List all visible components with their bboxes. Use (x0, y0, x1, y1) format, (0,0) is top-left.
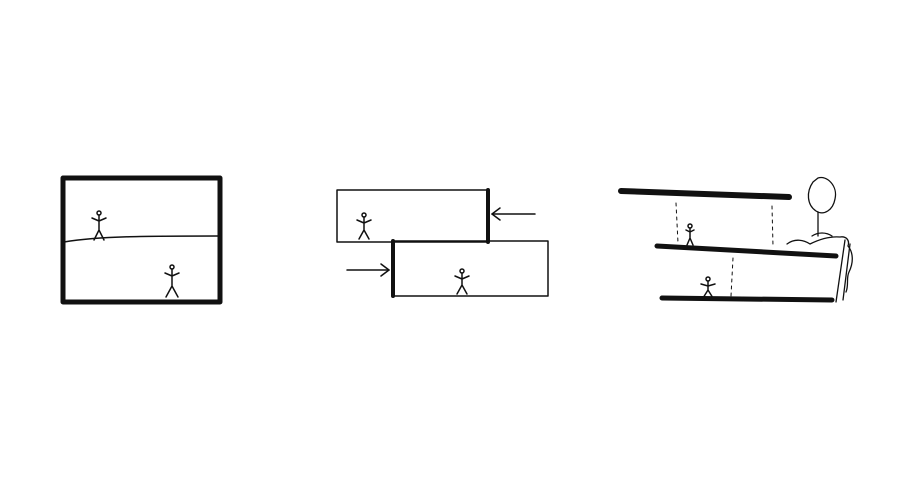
person-figure-upper (91, 210, 107, 241)
person-figure-upper (356, 212, 372, 240)
outer-frame (60, 175, 223, 305)
planting-edge (786, 236, 853, 303)
arrow-right-pointing (346, 263, 390, 277)
tree-icon (807, 176, 837, 237)
floor-line (63, 235, 220, 243)
person-figure-upper (685, 223, 695, 246)
person-figure-lower (454, 268, 470, 295)
ground-slab (659, 295, 835, 303)
person-figure-lower (700, 276, 716, 299)
arrow-left-pointing (491, 207, 536, 221)
person-figure-lower (164, 264, 180, 298)
panel-stacked-section (60, 175, 223, 305)
panel-shifted-section (336, 188, 549, 298)
lower-volume (392, 240, 549, 297)
middle-slab (654, 243, 839, 259)
panel-terraced-section (618, 176, 853, 303)
upper-volume (336, 189, 489, 243)
roof-slab (618, 188, 792, 200)
dashed-columns (675, 202, 774, 297)
